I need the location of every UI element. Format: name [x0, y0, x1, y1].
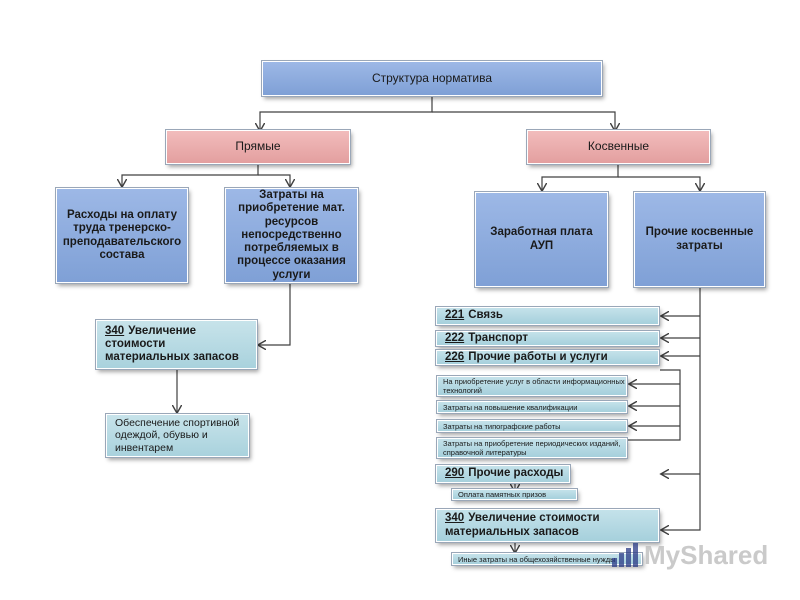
code-222-text: Транспорт — [468, 331, 529, 344]
qualification-box: Затраты на повышение квалификации — [436, 400, 628, 414]
left-340-text: Увеличение стоимости материальных запасо… — [105, 324, 239, 364]
printing-label: Затраты на типографские работы — [443, 421, 561, 431]
periodicals-label: Затраты на приобретение периодических из… — [443, 439, 621, 457]
direct-costs-label: Прямые — [235, 139, 281, 154]
it-services-box: На приобретение услуг в области информац… — [436, 375, 628, 397]
material-resources-label: Затраты на приобретение мат. ресурсов не… — [237, 189, 346, 281]
right-340-text: Увеличение стоимости материальных запасо… — [445, 512, 600, 538]
left-340-code: 340 — [105, 324, 125, 337]
other-indirect-box: Прочие косвенные затраты — [633, 191, 766, 288]
periodicals-box: Затраты на приобретение периодических из… — [436, 437, 628, 459]
indirect-costs-box: Косвенные — [526, 129, 711, 165]
aup-salary-box: Заработная плата АУП — [474, 191, 609, 288]
structure-title: Структура норматива — [371, 70, 492, 85]
code-226-num: 226 — [445, 350, 465, 363]
teacher-salary-box: Расходы на оплату труда тренерско-препод… — [55, 187, 189, 284]
prizes-label: Оплата памятных призов — [458, 490, 547, 499]
chart-bars-icon — [612, 543, 638, 567]
teacher-salary-label: Расходы на оплату труда тренерско-препод… — [62, 209, 182, 261]
material-resources-box: Затраты на приобретение мат. ресурсов не… — [224, 187, 359, 284]
other-indirect-label: Прочие косвенные затраты — [645, 226, 754, 252]
direct-costs-box: Прямые — [165, 129, 351, 165]
code-221-text: Связь — [468, 309, 503, 322]
aup-salary-label: Заработная плата АУП — [490, 226, 593, 252]
indirect-costs-label: Косвенные — [587, 139, 650, 154]
code-222-num: 222 — [445, 331, 465, 344]
right-340-code: 340 — [445, 512, 465, 525]
watermark-text: MyShared — [644, 539, 769, 570]
household-label: Иные затраты на общехозяйственные нужды — [458, 554, 616, 564]
code-290-num: 290 — [445, 467, 465, 480]
sport-supplies-box: Обеспечение спортивной одеждой, обувью и… — [105, 413, 250, 458]
watermark-logo: MyShared — [612, 540, 768, 570]
prizes-box: Оплата памятных призов — [451, 488, 578, 501]
sport-supplies-label: Обеспечение спортивной одеждой, обувью и… — [115, 417, 240, 454]
code-226-text: Прочие работы и услуги — [468, 350, 608, 363]
printing-box: Затраты на типографские работы — [436, 419, 628, 433]
qualification-label: Затраты на повышение квалификации — [443, 402, 578, 412]
code-221-num: 221 — [445, 309, 465, 322]
household-box: Иные затраты на общехозяйственные нужды — [451, 552, 643, 566]
it-services-label: На приобретение услуг в области информац… — [443, 377, 625, 395]
structure-title-box: Структура норматива — [261, 60, 603, 97]
code-290-text: Прочие расходы — [468, 467, 564, 480]
